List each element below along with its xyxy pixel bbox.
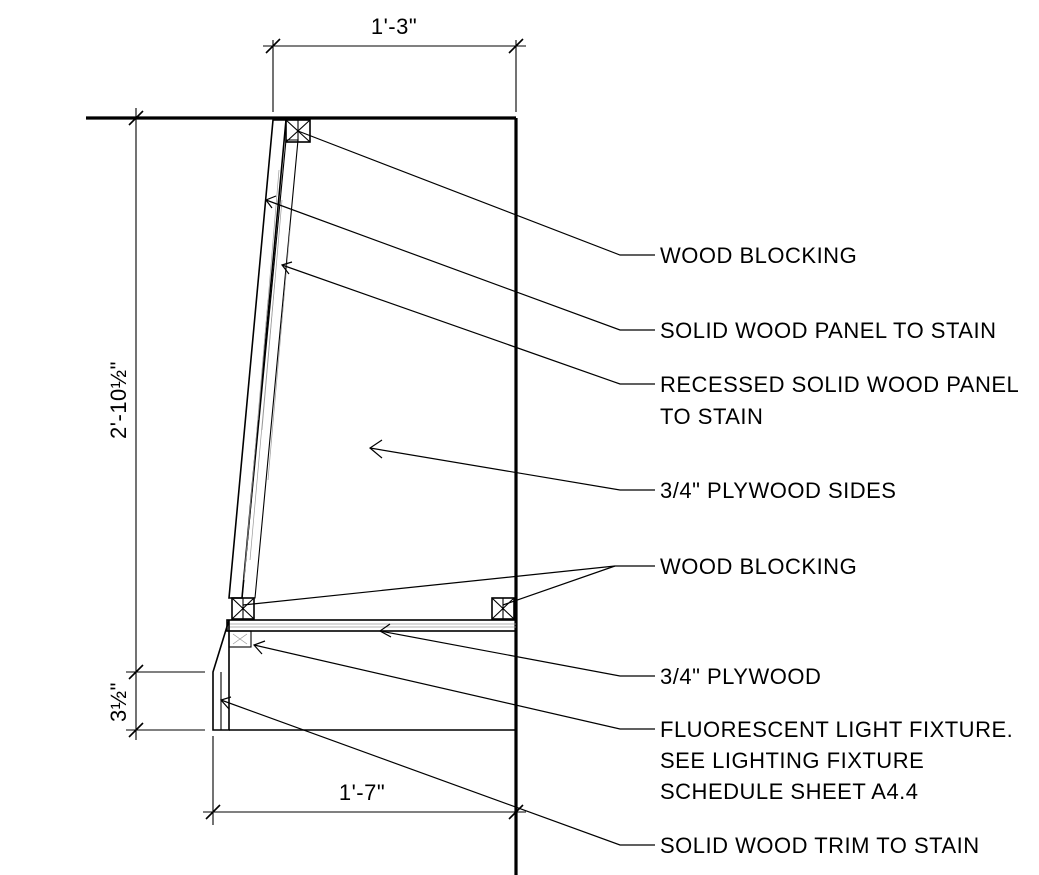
note-recessed-panel-line1: RECESSED SOLID WOOD PANEL	[660, 372, 1019, 397]
note-plywood-sides: 3/4" PLYWOOD SIDES	[660, 478, 896, 503]
plywood-shelf	[226, 619, 517, 632]
note-recessed-panel-line2: TO STAIN	[660, 404, 763, 429]
dimension-top	[263, 38, 526, 112]
note-plywood: 3/4" PLYWOOD	[660, 664, 821, 689]
recessed-panel	[241, 139, 299, 599]
dimension-toe-text: 3½"	[106, 682, 131, 722]
front-panel	[228, 119, 299, 599]
panel-grain-4	[267, 229, 291, 481]
leader-lines	[219, 130, 655, 846]
solid-wood-trim	[212, 619, 230, 731]
dimension-height	[126, 108, 205, 740]
note-trim: SOLID WOOD TRIM TO STAIN	[660, 833, 980, 858]
note-fluorescent-line1: FLUORESCENT LIGHT FIXTURE.	[660, 717, 1013, 742]
dimension-height-text: 2'-10½"	[106, 361, 131, 439]
note-solid-wood-panel: SOLID WOOD PANEL TO STAIN	[660, 318, 996, 343]
dimension-bottom-text: 1'-7"	[339, 780, 385, 805]
note-fluorescent-line3: SCHEDULE SHEET A4.4	[660, 779, 919, 804]
note-fluorescent-line2: SEE LIGHTING FIXTURE	[660, 748, 924, 773]
dimension-top-text: 1'-3"	[371, 14, 417, 39]
wood-blocking-bottom-right	[491, 597, 515, 620]
wood-blocking-bottom-left	[231, 597, 255, 620]
dimension-bottom	[203, 736, 526, 825]
structure	[86, 116, 518, 875]
panel-grain-3	[243, 299, 269, 581]
note-wood-blocking-top: WOOD BLOCKING	[660, 243, 857, 268]
note-wood-blocking-bottom: WOOD BLOCKING	[660, 554, 857, 579]
panel-grain-5	[249, 279, 276, 561]
callout-notes: WOOD BLOCKING SOLID WOOD PANEL TO STAIN …	[660, 243, 1019, 858]
fluorescent-fixture	[228, 630, 252, 648]
